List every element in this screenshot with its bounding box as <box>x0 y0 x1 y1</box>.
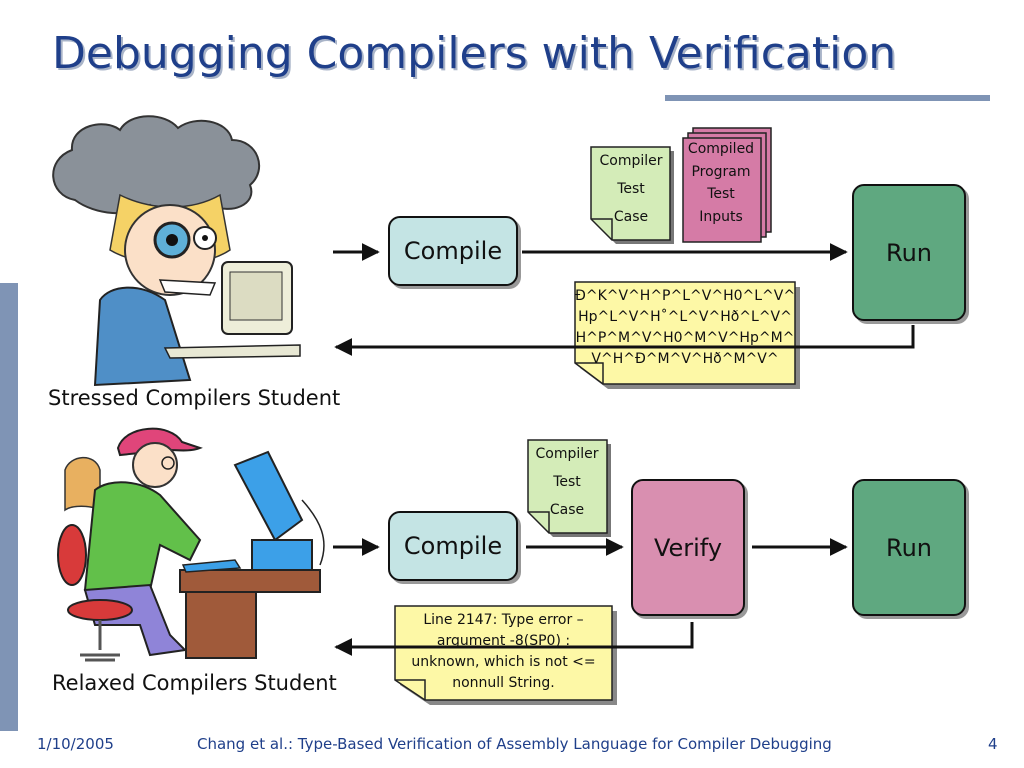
flow-arrows <box>333 243 915 656</box>
compile-box-bottom: Compile <box>388 511 518 581</box>
run-label-bottom: Run <box>885 533 933 562</box>
arrow-run-back-top <box>334 325 915 356</box>
compile-box-top: Compile <box>388 216 518 286</box>
garbage-output-text: Ð^K^V^H^P^L^V^H0^L^V^ Hp^L^V^H˚^L^V^Hð^L… <box>575 288 796 367</box>
slide-title: Debugging Compilers with Verification <box>52 28 897 79</box>
relaxed-student-illustration <box>57 427 325 662</box>
left-accent-bar <box>0 283 18 731</box>
arrow-verify-back <box>334 622 694 656</box>
type-error-note <box>394 605 617 705</box>
test-case-text-bottom: Compiler Test Case <box>535 446 599 518</box>
test-case-document-top <box>590 146 674 244</box>
compiled-program-text: Compiled Program Test Inputs <box>687 141 755 225</box>
test-case-text-top: Compiler Test Case <box>599 153 663 225</box>
verify-label: Verify <box>653 533 723 562</box>
stressed-student-illustration <box>52 115 301 387</box>
compile-label-bottom: Compile <box>403 532 503 560</box>
storm-cloud-icon <box>52 115 260 217</box>
test-case-document-bottom <box>527 439 611 537</box>
cap-icon <box>116 427 203 457</box>
garbage-output-note <box>574 281 800 389</box>
run-label-top: Run <box>885 238 933 267</box>
run-box-top: Run <box>852 184 966 321</box>
relaxed-student-caption: Relaxed Compilers Student <box>52 671 337 695</box>
footer-date: 1/10/2005 <box>37 735 114 753</box>
type-error-text: Line 2147: Type error – argument -8(SP0)… <box>411 612 596 691</box>
footer-page-number: 4 <box>988 735 998 753</box>
compile-label-top: Compile <box>403 237 503 265</box>
computer-monitor-icon <box>233 450 304 542</box>
compiled-program-document-stack <box>682 127 772 243</box>
footer-citation: Chang et al.: Type-Based Verification of… <box>197 735 832 753</box>
stressed-student-caption: Stressed Compilers Student <box>48 386 341 410</box>
run-box-bottom: Run <box>852 479 966 616</box>
verify-box: Verify <box>631 479 745 616</box>
title-underline <box>665 95 990 101</box>
